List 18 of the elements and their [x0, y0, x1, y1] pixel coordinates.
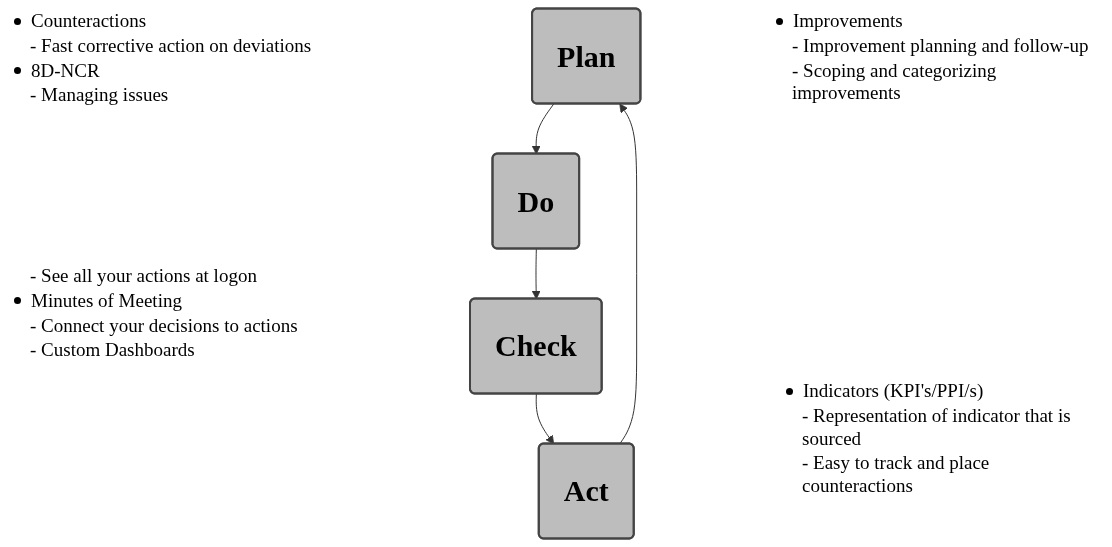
list-item: - Managing issues: [30, 84, 169, 106]
list-item: - Fast corrective action on deviations: [30, 34, 312, 56]
list-item: - Easy to track and place counteractions: [802, 452, 990, 497]
arrow: [531, 103, 554, 155]
list-item: - See all your actions at logon: [30, 265, 257, 286]
list-item: - Representation of indicator that is sourced: [802, 404, 1071, 449]
list-heading: Indicators (KPI's/PPI/s): [803, 380, 984, 401]
list-heading: Counteractions: [31, 10, 147, 31]
arrow: [531, 248, 541, 300]
arrow: [535, 393, 554, 445]
list-heading: Improvements: [793, 10, 903, 31]
list-item: - Custom Dashboards: [30, 339, 195, 361]
list-item: - Scoping and categorizing improvements: [792, 59, 997, 104]
list-item: - Improvement planning and follow-up: [792, 34, 1089, 56]
list-heading: Minutes of Meeting: [31, 289, 182, 311]
list-heading: 8D-NCR: [31, 59, 100, 81]
list-item: - Connect your decisions to actions: [30, 314, 298, 336]
arrow: [619, 103, 637, 445]
